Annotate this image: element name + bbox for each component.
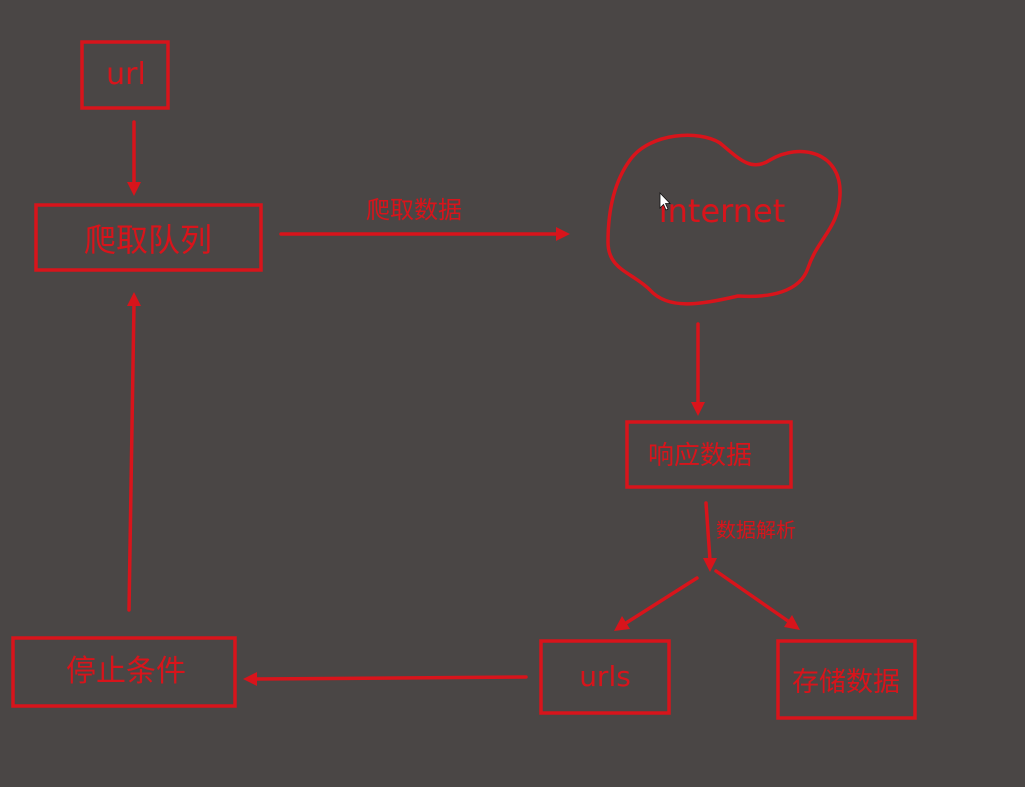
arrow-stop-to-queue: [127, 292, 141, 612]
node-crawl-queue-label: 爬取队列: [84, 221, 212, 259]
arrow-internet-to-response: [691, 322, 705, 416]
node-store-data-label: 存储数据: [792, 667, 900, 698]
edge-label-crawl-data: 爬取数据: [366, 196, 462, 224]
mouse-cursor-icon: [659, 192, 671, 211]
node-urls-label: urls: [579, 660, 631, 693]
node-url-label: url: [106, 57, 146, 92]
arrow-split-to-store: [714, 569, 800, 630]
node-response-data-label: 响应数据: [648, 441, 752, 471]
node-stop-condition: 停止条件: [11, 636, 237, 708]
edge-label-data-parsing: 数据解析: [716, 518, 796, 542]
node-internet-label: internet: [659, 192, 786, 230]
node-response-data: 响应数据: [625, 420, 793, 489]
arrow-queue-to-internet: [279, 227, 570, 241]
node-stop-condition-label: 停止条件: [66, 654, 186, 689]
arrow-urls-to-stop: [243, 672, 528, 686]
node-crawl-queue: 爬取队列: [34, 203, 263, 272]
node-store-data: 存储数据: [776, 639, 917, 720]
arrow-split-to-urls: [614, 576, 699, 631]
arrow-url-to-queue: [127, 120, 141, 196]
node-urls: urls: [539, 639, 671, 715]
node-url: url: [80, 40, 170, 110]
arrow-response-to-split: [703, 501, 717, 572]
node-internet: internet: [606, 133, 842, 306]
